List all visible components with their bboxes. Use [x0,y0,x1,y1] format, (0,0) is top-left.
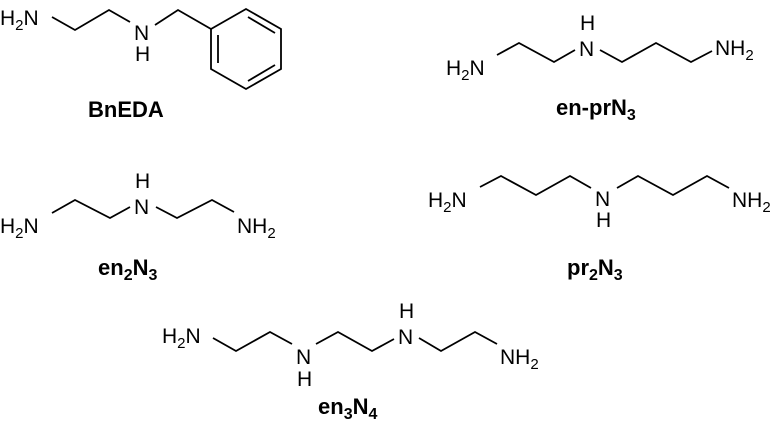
ring-double-bond-top-right [247,16,276,34]
bond-chain-ethylene-1 [212,330,293,353]
atom-h-below: H [596,209,611,232]
bond-chain-propylene-right [616,174,730,197]
bond-chain-propylene-left [479,174,592,197]
atom-h-above: H [580,12,595,35]
bond-chain-propylene [599,41,713,64]
molecule-en-prn3: H2N N H NH2 en-prN3 [446,12,754,124]
molecule-bneda: H2N N H BnEDA [0,7,282,122]
label-en2n3: en2N3 [98,255,157,284]
atom-n-secondary-2: N [398,326,413,349]
atom-n-secondary: N [579,38,594,61]
atom-nh2-right: NH2 [237,215,276,242]
bond-chain-ethylene-right [155,198,235,220]
atom-h-below: H [135,43,150,66]
label-en-prn3: en-prN3 [556,95,636,124]
atom-h2n-left: H2N [162,325,201,352]
bond-chain-ethylene-3 [418,330,498,353]
molecule-en3n4: H2N N H N H NH2 en3N4 [162,300,539,423]
bond-chain-ethylene [496,41,576,64]
benzene-ring [210,7,282,91]
molecule-pr2n3: H2N N H NH2 pr2N3 [428,174,771,284]
bond-chain-ethylene-2 [315,330,395,353]
atom-n-secondary: N [134,22,149,45]
atom-nh2-right: NH2 [500,346,539,373]
atom-h2n-left: H2N [446,57,485,84]
atom-h2n-left: H2N [0,215,39,242]
molecule-en2n3: H2N N H NH2 en2N3 [0,170,276,284]
bond-chain-ethylene-left [51,198,131,220]
atom-n-secondary: N [134,196,149,219]
atom-h-above: H [399,300,414,323]
atom-h2n-left: H2N [428,189,467,216]
label-en3n4: en3N4 [318,394,377,423]
atom-n-secondary-1: N [296,346,311,369]
bond-benzyl-ch2 [154,8,212,30]
atom-n-secondary: N [595,188,610,211]
atom-h2n-left: H2N [0,7,39,34]
ring-double-bond-bottom-right [247,64,276,82]
atom-h-above: H [135,170,150,193]
atom-nh2-right: NH2 [715,37,754,64]
bond-chain-ethylene [51,8,131,32]
label-bneda: BnEDA [88,97,164,122]
atom-nh2-right: NH2 [732,189,771,216]
label-pr2n3: pr2N3 [567,255,623,284]
atom-h-below: H [297,368,312,391]
